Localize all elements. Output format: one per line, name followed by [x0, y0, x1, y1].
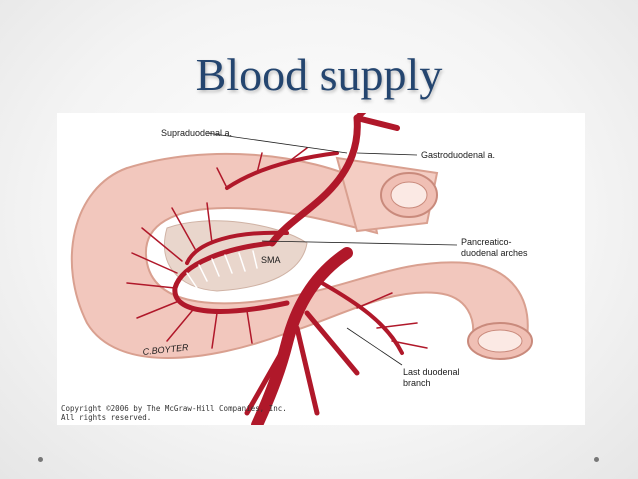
label-supraduodenal: Supraduodenal a. — [161, 128, 232, 138]
vasa-recta — [126, 147, 428, 349]
slide-decor-dot-left — [38, 457, 43, 462]
anatomy-figure: Supraduodenal a. Gastroduodenal a. Pancr… — [57, 113, 585, 425]
copyright-line-2: All rights reserved. — [61, 413, 151, 422]
supraduodenal-branch — [225, 151, 339, 190]
last-duodenal-branch — [320, 281, 404, 355]
label-pancreatico-1: Pancreatico- — [461, 237, 512, 247]
pancreaticoduodenal-arch-2 — [185, 230, 289, 265]
arteries — [126, 113, 428, 425]
duodenum-blood-supply-illustration: Supraduodenal a. Gastroduodenal a. Pancr… — [61, 113, 533, 425]
label-pancreatico-2: duodenal arches — [461, 248, 528, 258]
label-last-duodenal-2: branch — [403, 378, 431, 388]
leader-lines — [206, 132, 458, 366]
gastroduodenal-artery — [268, 114, 361, 247]
copyright-line-1: Copyright ©2006 by The McGraw-Hill Compa… — [61, 404, 287, 413]
label-last-duodenal-1: Last duodenal — [403, 367, 460, 377]
label-sma: SMA — [261, 255, 281, 265]
slide-decor-dot-right — [594, 457, 599, 462]
slide-title: Blood supply — [195, 49, 443, 100]
label-gastroduodenal: Gastroduodenal a. — [421, 150, 495, 160]
artist-signature: C.BOYTER — [142, 342, 189, 357]
